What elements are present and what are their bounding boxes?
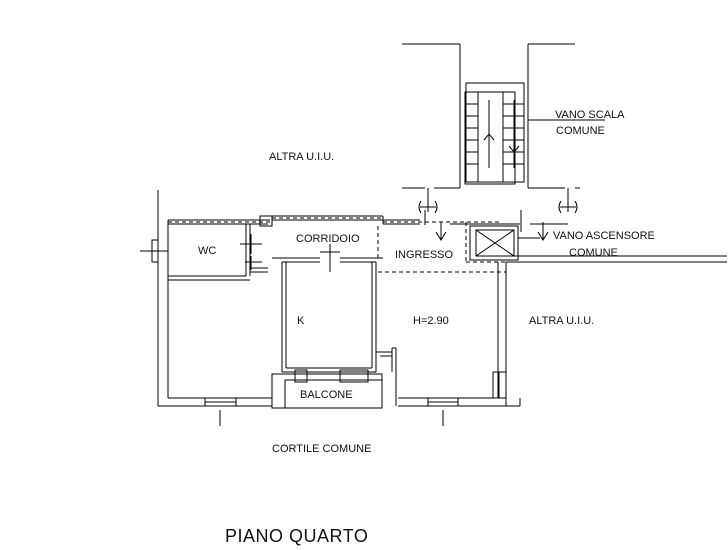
label-cortile-comune: CORTILE COMUNE [272, 443, 372, 455]
label-vano-ascensore-sub: COMUNE [569, 247, 618, 259]
label-ingresso: INGRESSO [395, 249, 454, 261]
label-kitchen: K [297, 315, 305, 327]
stairwell-walls [402, 43, 580, 212]
windows [140, 239, 507, 426]
interior-door-symbols [240, 215, 340, 272]
label-vano-ascensore: VANO ASCENSORE [553, 230, 655, 242]
label-room-height: H=2.90 [413, 315, 449, 327]
label-wc: WC [198, 245, 217, 257]
interior-walls [168, 224, 397, 406]
exterior-walls [157, 190, 727, 407]
label-balcone: BALCONE [300, 389, 353, 401]
door-swing-symbols [418, 200, 578, 241]
label-altra-uiu-top: ALTRA U.I.U. [269, 151, 335, 163]
balcony-outline [271, 369, 383, 409]
stair-steps [464, 82, 605, 185]
elevator-shaft [469, 225, 540, 261]
label-altra-uiu-right: ALTRA U.I.U. [529, 315, 595, 327]
label-vano-scala-sub: COMUNE [556, 125, 605, 137]
label-vano-scala: VANO SCALA [555, 109, 625, 121]
plan-title: PIANO QUARTO [225, 526, 369, 546]
label-corridoio: CORRIDOIO [296, 233, 360, 245]
